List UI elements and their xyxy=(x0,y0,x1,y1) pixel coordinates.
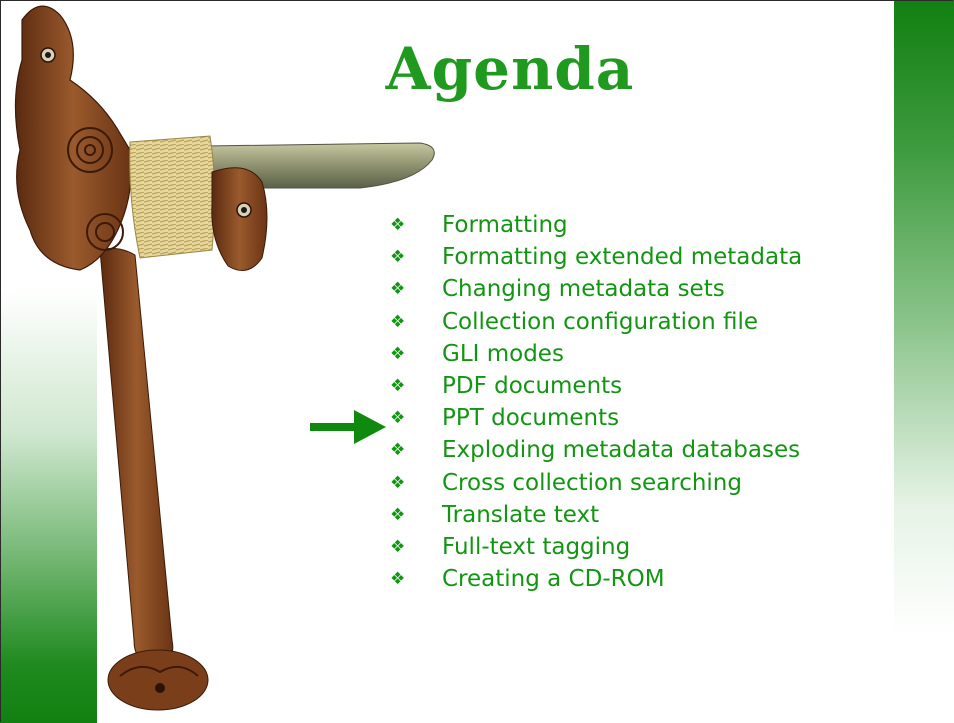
diamond-bullet-icon: ❖ xyxy=(390,376,406,397)
agenda-item-label: Collection configuration file xyxy=(442,308,758,335)
diamond-bullet-icon: ❖ xyxy=(390,504,406,525)
agenda-item: ❖ Creating a CD-ROM xyxy=(390,563,802,595)
agenda-item: ❖ GLI modes xyxy=(390,338,802,370)
agenda-item-label: Changing metadata sets xyxy=(442,276,725,303)
agenda-item-label: PPT documents xyxy=(442,405,620,432)
diamond-bullet-icon: ❖ xyxy=(390,311,406,332)
diamond-bullet-icon: ❖ xyxy=(390,536,406,557)
diamond-bullet-icon: ❖ xyxy=(390,215,406,236)
diamond-bullet-icon: ❖ xyxy=(390,279,406,300)
diamond-bullet-icon: ❖ xyxy=(390,569,406,590)
diamond-bullet-icon: ❖ xyxy=(390,343,406,364)
agenda-item-label: PDF documents xyxy=(442,373,623,400)
agenda-item-label: Formatting extended metadata xyxy=(442,244,803,271)
diamond-bullet-icon: ❖ xyxy=(390,440,406,461)
diamond-bullet-icon: ❖ xyxy=(390,472,406,493)
slide-title: Agenda xyxy=(385,35,635,103)
agenda-item: ❖ Changing metadata sets xyxy=(390,273,802,305)
agenda-item: ❖ Collection configuration file xyxy=(390,306,802,338)
agenda-item: ❖ Translate text xyxy=(390,499,802,531)
agenda-item-label: GLI modes xyxy=(442,340,564,367)
agenda-item: ❖ Formatting extended metadata xyxy=(390,241,802,273)
agenda-item: ❖ Full-text tagging xyxy=(390,531,802,563)
agenda-item: ❖ PPT documents xyxy=(390,402,802,434)
carved-maori-artifact-image xyxy=(14,5,435,711)
agenda-item: ❖ PDF documents xyxy=(390,370,802,402)
agenda-item-label: Full-text tagging xyxy=(442,533,631,560)
right-arrow-icon xyxy=(310,410,386,444)
diamond-bullet-icon: ❖ xyxy=(390,408,406,429)
agenda-item: ❖ Formatting xyxy=(390,209,802,241)
agenda-item-label: Creating a CD-ROM xyxy=(442,566,665,593)
agenda-item-label: Exploding metadata databases xyxy=(442,437,801,464)
agenda-item: ❖ Exploding metadata databases xyxy=(390,434,802,466)
agenda-item-label: Cross collection searching xyxy=(442,469,742,496)
agenda-item: ❖ Cross collection searching xyxy=(390,467,802,499)
right-gradient-band xyxy=(894,0,954,723)
agenda-item-label: Translate text xyxy=(442,501,600,528)
agenda-item-label: Formatting xyxy=(442,212,568,239)
diamond-bullet-icon: ❖ xyxy=(390,247,406,268)
agenda-list: ❖ Formatting ❖ Formatting extended metadata… xyxy=(390,209,802,595)
